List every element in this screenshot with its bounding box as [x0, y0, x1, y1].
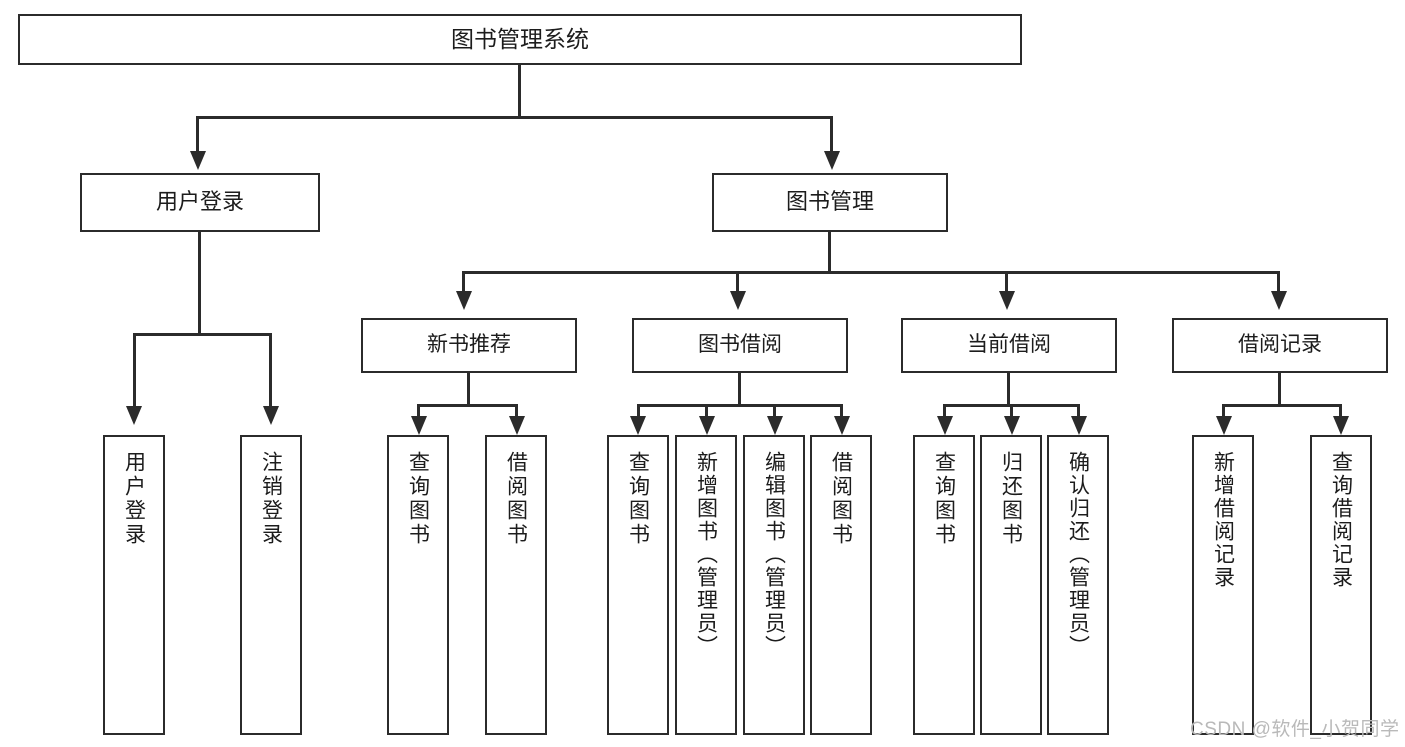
leaf-label: 用户登录 [122, 451, 146, 547]
connector-user-login-child-1 [133, 333, 136, 408]
connector-to-book-borrow [736, 271, 739, 293]
connector-current-borrow-child-3 [1077, 404, 1080, 418]
leaf-label: 借阅图书 [829, 451, 853, 547]
node-borrow-record[interactable]: 借阅记录 [1172, 318, 1388, 373]
connector-user-login-stem [198, 232, 201, 335]
connector-root-bar [196, 116, 833, 119]
leaf-cb-confirm-return[interactable]: 确认归还（管理员） [1047, 435, 1109, 735]
arrowhead-leaf-user-login [126, 406, 142, 425]
connector-root-to-book-manage [830, 116, 833, 154]
connector-borrow-record-stem [1278, 373, 1281, 406]
leaf-bb-query-book[interactable]: 查询图书 [607, 435, 669, 735]
leaf-label: 查询借阅记录 [1329, 451, 1353, 589]
arrowhead-leaf-br-query [1333, 416, 1349, 435]
leaf-bb-borrow-book[interactable]: 借阅图书 [810, 435, 872, 735]
node-new-book-recommend[interactable]: 新书推荐 [361, 318, 577, 373]
leaf-label: 注销登录 [259, 451, 283, 547]
leaf-label: 查询图书 [626, 451, 650, 547]
connector-new-book-child-1 [417, 404, 420, 418]
connector-book-borrow-child-3 [773, 404, 776, 418]
connector-to-new-book [462, 271, 465, 293]
arrowhead-leaf-bb-query [630, 416, 646, 435]
connector-borrow-record-bar [1222, 404, 1342, 407]
arrowhead-leaf-bb-edit [767, 416, 783, 435]
arrowhead-leaf-cb-confirm [1071, 416, 1087, 435]
leaf-br-query-record[interactable]: 查询借阅记录 [1310, 435, 1372, 735]
connector-borrow-record-child-1 [1222, 404, 1225, 418]
connector-root-to-user-login [196, 116, 199, 154]
connector-book-manage-stem [828, 232, 831, 273]
connector-current-borrow-stem [1007, 373, 1010, 406]
connector-borrow-record-child-2 [1339, 404, 1342, 418]
leaf-label: 查询图书 [406, 451, 430, 547]
connector-user-login-child-2 [269, 333, 272, 408]
node-user-login[interactable]: 用户登录 [80, 173, 320, 232]
leaf-label: 新增图书（管理员） [694, 451, 718, 658]
arrowhead-book-borrow [730, 291, 746, 310]
arrowhead-leaf-cb-query [937, 416, 953, 435]
connector-book-borrow-child-2 [705, 404, 708, 418]
connector-root-stem [518, 65, 521, 118]
leaf-label: 查询图书 [932, 451, 956, 547]
node-current-borrow[interactable]: 当前借阅 [901, 318, 1117, 373]
connector-book-borrow-child-4 [840, 404, 843, 418]
connector-to-current-borrow [1005, 271, 1008, 293]
arrowhead-leaf-logout [263, 406, 279, 425]
connector-current-borrow-child-2 [1010, 404, 1013, 418]
connector-book-manage-bar [462, 271, 1280, 274]
leaf-bb-add-book[interactable]: 新增图书（管理员） [675, 435, 737, 735]
leaf-label: 归还图书 [999, 451, 1023, 547]
leaf-label: 确认归还（管理员） [1066, 451, 1090, 658]
connector-new-book-stem [467, 373, 470, 406]
connector-current-borrow-child-1 [943, 404, 946, 418]
connector-to-borrow-record [1277, 271, 1280, 293]
arrowhead-leaf-nb-borrow [509, 416, 525, 435]
arrowhead-leaf-bb-borrow [834, 416, 850, 435]
arrowhead-book-manage [824, 151, 840, 170]
leaf-logout[interactable]: 注销登录 [240, 435, 302, 735]
leaf-nb-borrow-book[interactable]: 借阅图书 [485, 435, 547, 735]
leaf-nb-query-book[interactable]: 查询图书 [387, 435, 449, 735]
connector-user-login-bar [133, 333, 272, 336]
arrowhead-new-book [456, 291, 472, 310]
arrowhead-current-borrow [999, 291, 1015, 310]
arrowhead-borrow-record [1271, 291, 1287, 310]
connector-book-borrow-bar [637, 404, 842, 407]
leaf-label: 借阅图书 [504, 451, 528, 547]
connector-book-borrow-stem [738, 373, 741, 406]
arrowhead-leaf-nb-query [411, 416, 427, 435]
arrowhead-leaf-br-add [1216, 416, 1232, 435]
arrowhead-leaf-cb-return [1004, 416, 1020, 435]
node-book-manage[interactable]: 图书管理 [712, 173, 948, 232]
leaf-br-add-record[interactable]: 新增借阅记录 [1192, 435, 1254, 735]
arrowhead-leaf-bb-add [699, 416, 715, 435]
node-root-system[interactable]: 图书管理系统 [18, 14, 1022, 65]
connector-new-book-bar [417, 404, 518, 407]
leaf-bb-edit-book[interactable]: 编辑图书（管理员） [743, 435, 805, 735]
leaf-label: 编辑图书（管理员） [762, 451, 786, 658]
leaf-user-login[interactable]: 用户登录 [103, 435, 165, 735]
connector-book-borrow-child-1 [637, 404, 640, 418]
leaf-cb-return-book[interactable]: 归还图书 [980, 435, 1042, 735]
leaf-label: 新增借阅记录 [1211, 451, 1235, 589]
arrowhead-user-login [190, 151, 206, 170]
connector-new-book-child-2 [515, 404, 518, 418]
leaf-cb-query-book[interactable]: 查询图书 [913, 435, 975, 735]
node-book-borrow[interactable]: 图书借阅 [632, 318, 848, 373]
